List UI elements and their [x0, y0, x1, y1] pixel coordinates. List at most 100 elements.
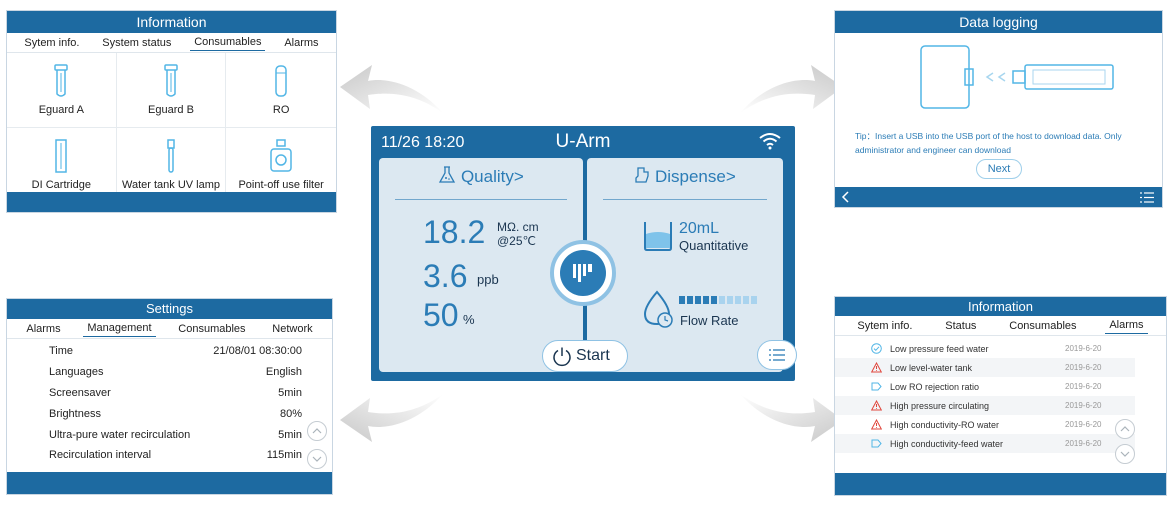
- tag-icon: [871, 382, 882, 391]
- alarm-label: High conductivity-feed water: [890, 438, 1004, 449]
- dispense-label: Dispense>: [654, 167, 736, 186]
- alarm-row[interactable]: High conductivity-RO water 2019-6-20: [835, 415, 1135, 434]
- consumable-label: Eguard B: [148, 104, 194, 116]
- panel-footer: [835, 187, 1162, 207]
- cartridge-icon: [54, 64, 69, 97]
- consumable-eguard-b[interactable]: Eguard B: [116, 53, 227, 128]
- tab-system-status[interactable]: System status: [102, 36, 172, 49]
- setting-row-brightness[interactable]: Brightness 80%: [7, 403, 332, 424]
- tab-status[interactable]: Status: [945, 319, 977, 332]
- flow-rate-segment: [687, 296, 693, 304]
- datetime: 11/26 18:20: [381, 134, 465, 151]
- tab-consumables[interactable]: Consumables: [190, 34, 266, 51]
- dispense-divider: [603, 199, 767, 200]
- scroll-down-button[interactable]: [1115, 444, 1135, 464]
- alarm-row[interactable]: Low pressure feed water 2019-6-20: [835, 339, 1135, 358]
- ro-membrane-icon: [275, 65, 287, 97]
- consumable-eguard-a[interactable]: Eguard A: [7, 53, 117, 128]
- tab-alarms[interactable]: Alarms: [26, 322, 61, 335]
- settings-panel: Settings Alarms Management Consumables N…: [6, 298, 333, 495]
- tab-network[interactable]: Network: [272, 322, 313, 335]
- dispense-hand-icon: [635, 167, 649, 183]
- alarm-label: Low pressure feed water: [890, 343, 989, 354]
- alarm-row[interactable]: High conductivity-feed water 2019-6-20: [835, 434, 1135, 453]
- power-icon: [553, 347, 571, 367]
- tab-system-info[interactable]: Sytem info.: [24, 36, 80, 49]
- panel-title: Data logging: [835, 11, 1162, 33]
- setting-value: English: [265, 366, 302, 379]
- alarm-label: Low RO rejection ratio: [890, 381, 980, 392]
- scroll-down-button[interactable]: [307, 449, 327, 469]
- quality-label: Quality>: [460, 167, 524, 186]
- di-cartridge-icon: [55, 139, 68, 173]
- alarm-date: 2019-6-20: [1065, 382, 1102, 391]
- alarm-row[interactable]: Low level-water tank 2019-6-20: [835, 358, 1135, 377]
- tab-consumables[interactable]: Consumables: [178, 322, 246, 335]
- tab-bar: Sytem info. Status Consumables Alarms: [835, 316, 1166, 336]
- tab-alarms[interactable]: Alarms: [284, 36, 319, 49]
- warning-triangle-icon: [871, 400, 882, 411]
- alarm-row[interactable]: Low RO rejection ratio 2019-6-20: [835, 377, 1135, 396]
- setting-label: Brightness: [49, 407, 101, 420]
- panel-footer: [835, 473, 1166, 495]
- setting-label: Recirculation interval: [49, 449, 152, 462]
- arrow-to-information: [340, 65, 443, 113]
- quality-card[interactable]: Quality> 18.2 MΩ. cm @25℃ 3.6 ppb 50 %: [379, 158, 583, 372]
- flow-rate-segment: [727, 296, 733, 304]
- alarm-label: Low level-water tank: [890, 362, 973, 373]
- volume-value: 20mL: [679, 220, 720, 237]
- start-button[interactable]: Start: [542, 340, 628, 372]
- flask-icon: [439, 166, 456, 183]
- scroll-up-button[interactable]: [307, 421, 327, 441]
- panel-title: Information: [835, 297, 1166, 316]
- alarm-date: 2019-6-20: [1065, 420, 1102, 429]
- cartridge-icon: [164, 64, 178, 97]
- flow-rate-segment: [695, 296, 701, 304]
- back-chevron-icon[interactable]: [841, 191, 851, 203]
- dispense-card[interactable]: Dispense> 20mL Quantitative Flow Rate: [587, 158, 797, 372]
- alarm-date: 2019-6-20: [1065, 363, 1102, 372]
- menu-list-icon: [769, 349, 785, 361]
- scroll-up-button[interactable]: [1115, 419, 1135, 439]
- consumable-label: Eguard A: [38, 104, 84, 116]
- toc-value: 3.6: [423, 258, 468, 294]
- tab-management[interactable]: Management: [83, 320, 156, 337]
- menu-button[interactable]: [757, 340, 797, 370]
- tab-alarms[interactable]: Alarms: [1105, 317, 1148, 334]
- setting-value: 80%: [279, 407, 302, 420]
- chevron-up-icon: [1120, 426, 1130, 432]
- flow-rate-segment: [743, 296, 749, 304]
- uv-lamp-icon: [167, 139, 175, 173]
- menu-list-icon[interactable]: [1140, 192, 1154, 203]
- consumable-label: RO: [272, 104, 290, 116]
- toc-unit: ppb: [477, 272, 499, 287]
- alarm-date: 2019-6-20: [1065, 439, 1102, 448]
- consumable-ro[interactable]: RO: [226, 53, 336, 128]
- tab-system-info[interactable]: Sytem info.: [857, 319, 913, 332]
- dispense-header[interactable]: Dispense>: [587, 166, 783, 187]
- consumable-label: Point-off use filter: [238, 179, 324, 191]
- next-button[interactable]: Next: [976, 159, 1022, 179]
- tab-consumables[interactable]: Consumables: [1009, 319, 1077, 332]
- arrow-to-settings: [340, 394, 443, 442]
- percent-value: 50: [423, 297, 459, 333]
- tag-icon: [871, 439, 882, 448]
- panel-footer: [7, 192, 336, 212]
- tab-bar: Alarms Management Consumables Network: [7, 319, 332, 339]
- alarm-row[interactable]: High pressure circulating 2019-6-20: [835, 396, 1135, 415]
- quality-header[interactable]: Quality>: [379, 166, 583, 187]
- quality-divider: [395, 199, 567, 200]
- flow-drop-icon: [643, 290, 673, 328]
- flow-rate-bar[interactable]: [679, 296, 757, 304]
- usb-illustration-icon: [920, 45, 1114, 109]
- panel-title: Information: [7, 11, 336, 33]
- setting-label: Screensaver: [49, 386, 111, 399]
- chevron-down-icon: [1120, 451, 1130, 457]
- chevron-down-icon: [312, 456, 322, 462]
